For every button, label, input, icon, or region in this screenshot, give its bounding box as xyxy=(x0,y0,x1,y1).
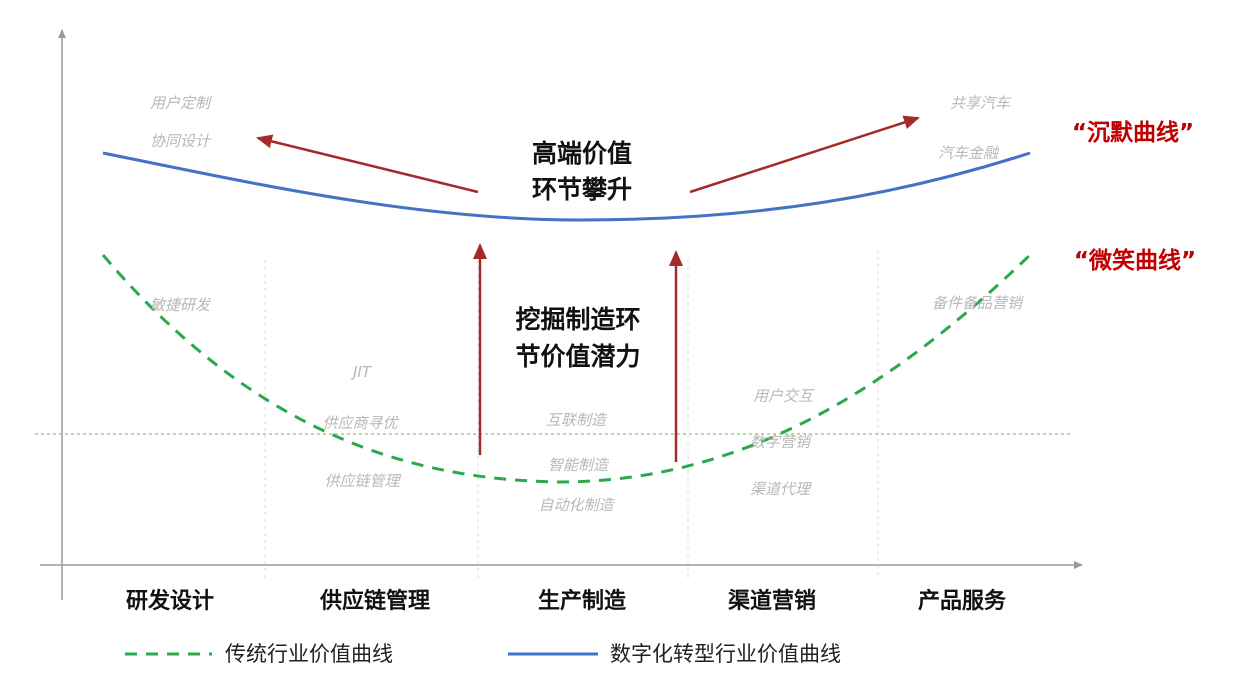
note-supplier: 供应商寻优 xyxy=(322,414,399,432)
stage-supply-chain: 供应链管理 xyxy=(319,588,430,614)
smile-curve-label: “微笑曲线” xyxy=(1074,247,1196,274)
center-top-line-2: 环节攀升 xyxy=(532,175,632,204)
silent-curve-label: “沉默曲线” xyxy=(1072,119,1194,146)
note-auto-mfg: 自动化制造 xyxy=(538,496,615,514)
legend-traditional: 传统行业价值曲线 xyxy=(225,642,393,666)
note-custom: 用户定制 xyxy=(150,94,213,112)
note-sharing: 共享汽车 xyxy=(950,94,1012,112)
note-agile: 敏捷研发 xyxy=(150,296,212,314)
note-iot-mfg: 互联制造 xyxy=(546,411,608,429)
note-scm: 供应链管理 xyxy=(324,472,401,490)
stage-product-service: 产品服务 xyxy=(918,589,1007,614)
traditional-value-curve xyxy=(101,253,1032,484)
note-interaction: 用户交互 xyxy=(753,387,815,405)
arrow-up-left-diagonal xyxy=(256,134,479,194)
stage-production: 生产制造 xyxy=(538,589,626,614)
note-jit: JIT xyxy=(350,363,373,381)
legend-digital: 数字化转型行业价值曲线 xyxy=(610,642,841,666)
stage-dividers xyxy=(264,250,879,580)
note-digital-mkt: 数字营销 xyxy=(750,433,813,451)
center-bottom-line-2: 节价值潜力 xyxy=(515,342,640,371)
stage-channel-marketing: 渠道营销 xyxy=(728,588,816,614)
note-smart-mfg: 智能制造 xyxy=(548,456,610,474)
note-finance: 汽车金融 xyxy=(938,144,1000,162)
center-top-line-1: 高端价值 xyxy=(532,139,632,168)
center-bottom-line-1: 挖掘制造环 xyxy=(515,305,640,334)
note-spare: 备件备品营销 xyxy=(932,294,1025,312)
note-channel: 渠道代理 xyxy=(750,480,812,498)
note-co-design: 协同设计 xyxy=(150,132,212,150)
stage-rnd: 研发设计 xyxy=(126,588,214,614)
digital-value-curve xyxy=(102,151,1031,222)
arrow-up-right-diagonal xyxy=(689,115,920,194)
